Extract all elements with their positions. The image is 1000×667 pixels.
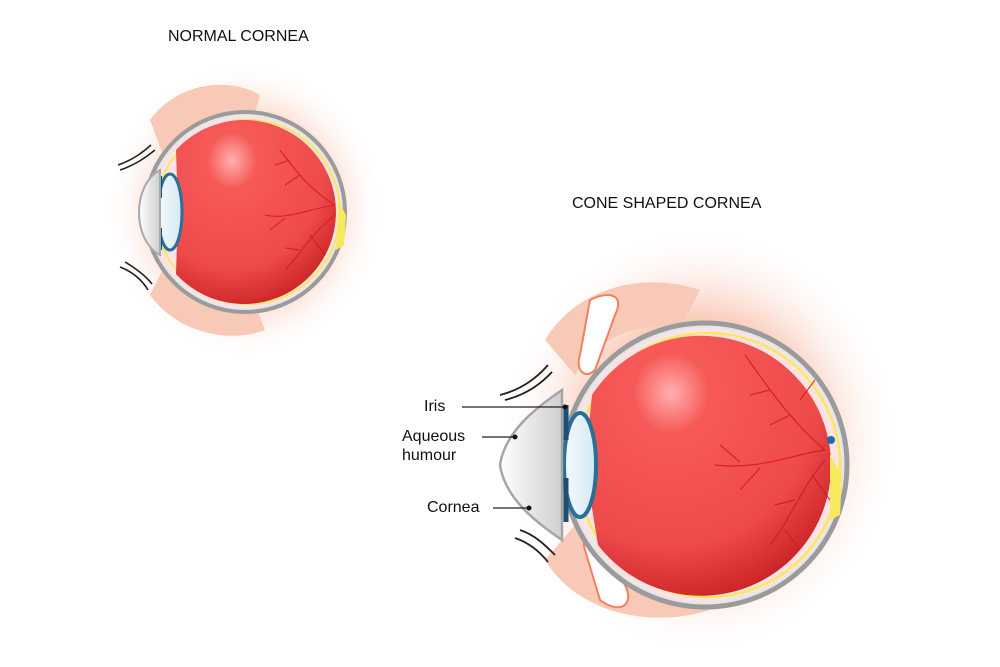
aqueous-humour-label-line1: Aqueous	[402, 428, 466, 445]
optic-nerve	[830, 455, 842, 520]
upper-tarsal-gland	[577, 294, 620, 375]
retinal-vessels	[714, 354, 831, 551]
eyelash-upper	[499, 364, 553, 401]
eyelash-upper	[117, 144, 156, 171]
aqueous-humour-label-line2: humour	[402, 447, 457, 464]
optic-nerve	[336, 200, 346, 250]
iris-leader-dot	[562, 404, 568, 410]
eyelash-lower	[514, 529, 556, 563]
lens	[562, 411, 598, 519]
eyelash-lower	[119, 261, 153, 291]
cornea-leader-dot	[526, 505, 532, 511]
normal-cornea-title: NORMAL CORNEA	[168, 28, 309, 45]
label-leaders	[462, 404, 568, 511]
cone-eye	[498, 225, 900, 655]
retinal-vessels	[264, 149, 336, 271]
aqueous-leader-dot	[512, 434, 518, 440]
cornea	[138, 168, 161, 257]
cone-cornea-title: CONE SHAPED CORNEA	[572, 195, 762, 212]
iris-label: Iris	[424, 398, 446, 415]
normal-eye	[105, 60, 385, 360]
cornea-label: Cornea	[427, 499, 480, 516]
vitreous-body	[585, 335, 832, 596]
fovea	[827, 436, 835, 444]
